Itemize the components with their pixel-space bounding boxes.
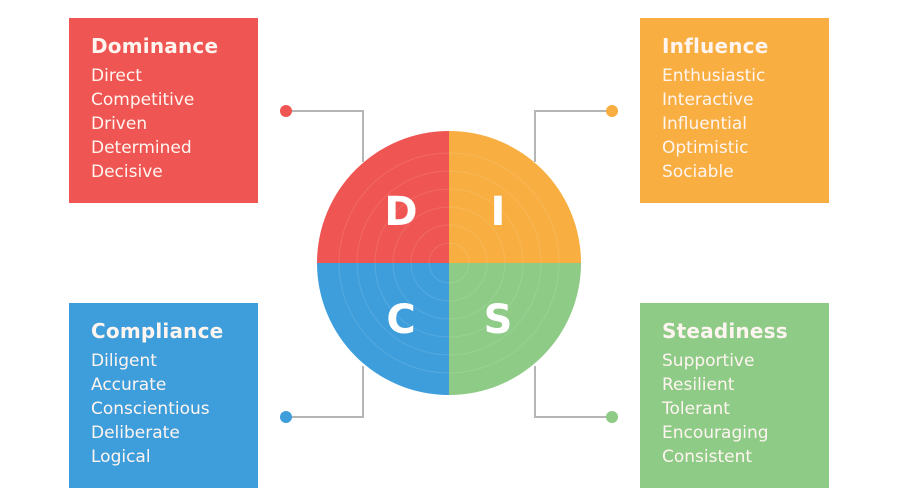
trait: Logical	[91, 447, 151, 467]
dominance-box: Dominance Direct Competitive Driven Dete…	[69, 18, 258, 203]
quadrant-i	[449, 131, 581, 263]
trait: Influential	[662, 114, 748, 134]
letter-i: I	[491, 189, 506, 235]
trait: Enthusiastic	[662, 66, 766, 86]
compliance-box: Compliance Diligent Accurate Conscientio…	[69, 303, 258, 488]
trait: Accurate	[91, 375, 167, 395]
trait: Encouraging	[662, 423, 769, 443]
quadrant-d	[317, 131, 449, 263]
connector-c	[286, 366, 364, 418]
dot-s	[606, 411, 618, 423]
trait: Conscientious	[91, 399, 210, 419]
box-title: Compliance	[91, 319, 224, 343]
trait: Tolerant	[662, 399, 730, 419]
trait: Consistent	[662, 447, 753, 467]
box-title: Influence	[662, 34, 769, 58]
trait: Resilient	[662, 375, 735, 395]
trait: Decisive	[91, 162, 163, 182]
box-title: Steadiness	[662, 319, 788, 343]
steadiness-box: Steadiness Supportive Resilient Tolerant…	[640, 303, 829, 488]
trait: Interactive	[662, 90, 754, 110]
trait: Supportive	[662, 351, 755, 371]
trait: Competitive	[91, 90, 195, 110]
trait: Optimistic	[662, 138, 749, 158]
letter-c: C	[386, 297, 415, 343]
quadrant-c	[317, 263, 449, 395]
trait: Sociable	[662, 162, 734, 182]
letter-s: S	[484, 297, 513, 343]
dot-i	[606, 105, 618, 117]
quadrant-s	[449, 263, 581, 395]
connector-s	[534, 366, 612, 418]
trait: Deliberate	[91, 423, 180, 443]
influence-box: Influence Enthusiastic Interactive Influ…	[640, 18, 829, 203]
letter-d: D	[384, 189, 417, 235]
trait: Driven	[91, 114, 148, 134]
dot-c	[280, 411, 292, 423]
trait: Diligent	[91, 351, 157, 371]
trait: Direct	[91, 66, 142, 86]
dot-d	[280, 105, 292, 117]
connector-i	[534, 110, 612, 162]
box-title: Dominance	[91, 34, 219, 58]
trait: Determined	[91, 138, 192, 158]
connector-d	[286, 110, 364, 162]
